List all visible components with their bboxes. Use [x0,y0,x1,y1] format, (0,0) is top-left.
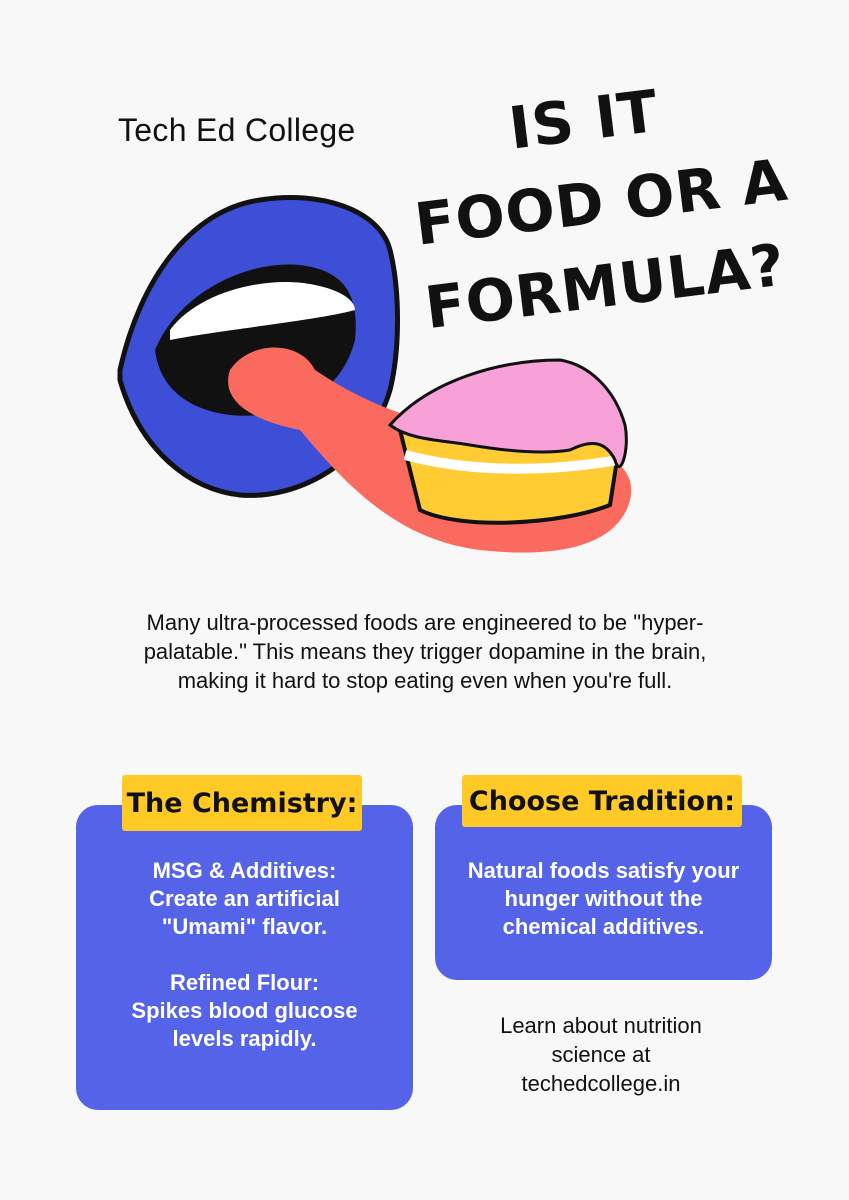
cta-text: Learn about nutrition science at [500,1013,702,1067]
intro-paragraph: Many ultra-processed foods are engineere… [143,610,707,693]
chemistry-label: The Chemistry: [122,775,362,831]
mouth-cake-illustration [117,194,632,553]
tradition-text: Natural foods satisfy your hunger withou… [467,858,740,939]
website-link[interactable]: techedcollege.in [521,1071,681,1096]
tradition-label: Choose Tradition: [462,775,742,827]
tradition-card: Natural foods satisfy your hunger withou… [435,805,772,980]
chemistry-card: MSG & Additives: Create an artificial "U… [76,805,413,1110]
brand-name: Tech Ed College [118,112,356,148]
cake-icon [387,358,628,525]
chemistry-item1-text: Create an artificial "Umami" flavor. [149,886,340,939]
chemistry-item2-text: Spikes blood glucose levels rapidly. [131,998,358,1051]
chemistry-item1-title: MSG & Additives: [152,858,337,883]
cta: Learn about nutrition science at techedc… [441,1011,761,1098]
chemistry-item2-title: Refined Flour: [169,970,320,995]
